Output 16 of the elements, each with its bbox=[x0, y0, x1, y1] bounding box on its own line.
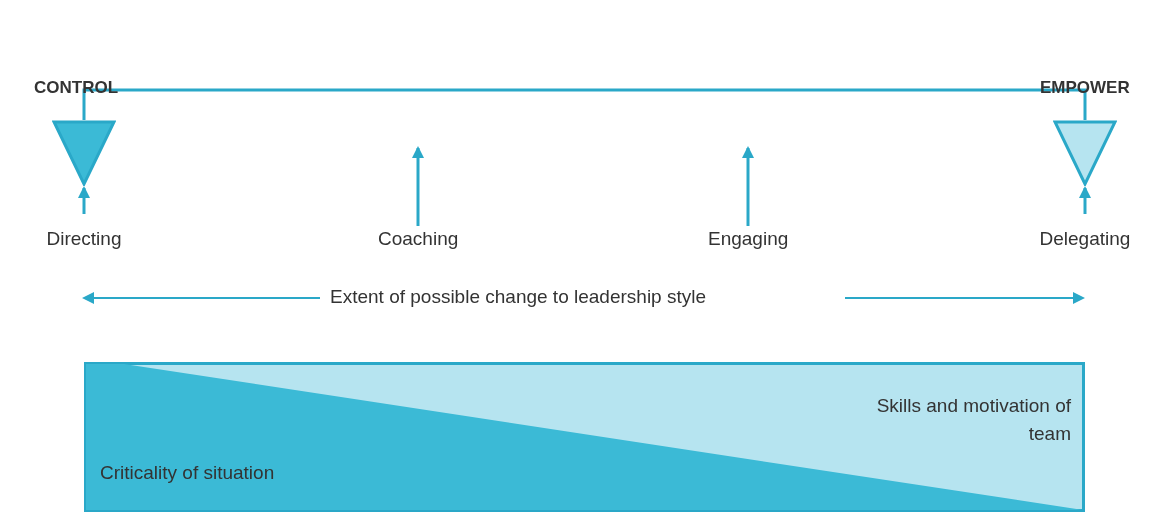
arrow bbox=[742, 146, 754, 226]
region-label: Criticality of situation bbox=[100, 462, 275, 484]
triangle-marker bbox=[1053, 120, 1117, 186]
triangle-marker bbox=[52, 120, 116, 186]
style-label: Directing bbox=[46, 228, 122, 250]
style-label: Coaching bbox=[378, 228, 459, 250]
arrow bbox=[412, 146, 424, 226]
region-label: Skills and motivation of team bbox=[875, 394, 1071, 446]
arrow bbox=[78, 186, 90, 214]
connector-line bbox=[82, 88, 1087, 120]
style-label: Delegating bbox=[1039, 228, 1131, 250]
axis-label: Extent of possible change to leadership style bbox=[330, 286, 706, 308]
scale-end-label: CONTROL bbox=[34, 78, 119, 98]
style-label: Engaging bbox=[708, 228, 789, 250]
scale-end-label: EMPOWER bbox=[1040, 78, 1130, 98]
arrow bbox=[1079, 186, 1091, 214]
